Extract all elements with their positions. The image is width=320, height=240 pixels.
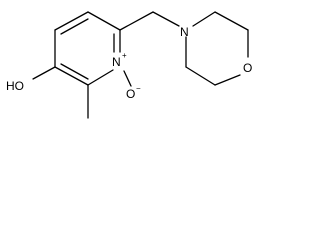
bond-c2-c3 xyxy=(54,66,89,86)
bond-c6-ch2 xyxy=(119,11,154,31)
chemical-structure: N + O − HO N O xyxy=(6,11,252,119)
bond-m-c5-c6 xyxy=(185,66,216,86)
double-bond-c4-c5 xyxy=(60,18,89,35)
bond-c5-c6 xyxy=(87,11,121,31)
bond-n1-c2 xyxy=(87,69,114,86)
bond-n1-oxide xyxy=(123,70,132,87)
bond-m-n-c2 xyxy=(192,11,216,27)
substituents xyxy=(32,11,180,119)
bond-c3-oh xyxy=(32,66,56,80)
bond-m-c2-c3 xyxy=(214,11,249,31)
n-oxide-oxygen-charge: − xyxy=(136,84,141,93)
ring-nitrogen-charge: + xyxy=(122,51,127,60)
morpholine-oxygen-label: O xyxy=(243,61,252,75)
bond-m-o-c5 xyxy=(214,74,241,86)
ring-nitrogen-label: N xyxy=(112,55,121,69)
hydroxyl-label: HO xyxy=(6,79,24,93)
bond-c4-c5 xyxy=(54,11,89,31)
pyridine-ring xyxy=(54,11,121,86)
morpholine-nitrogen-label: N xyxy=(180,25,189,39)
n-oxide-oxygen-label: O xyxy=(126,87,135,101)
bond-ch2-morpholine-n xyxy=(152,11,180,27)
double-bond-c2-c3 xyxy=(60,63,89,80)
morpholine-ring xyxy=(185,11,249,86)
